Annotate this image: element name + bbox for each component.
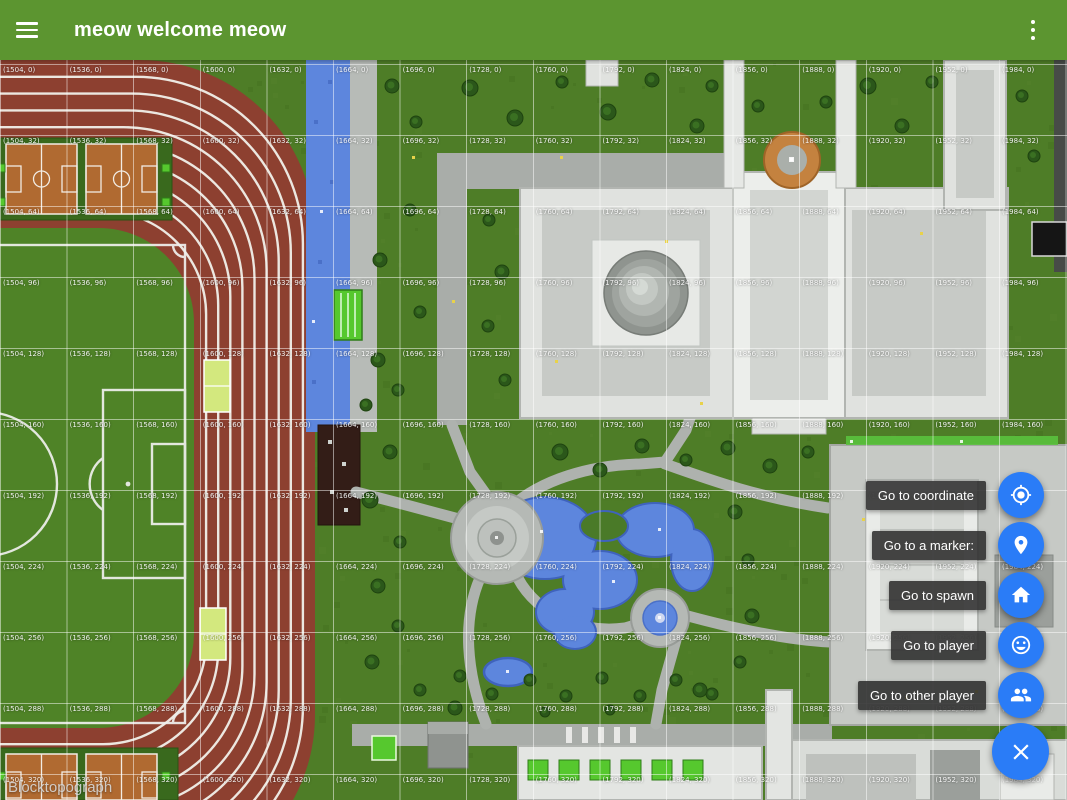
player-mood-icon — [1011, 635, 1031, 655]
go-to-spawn-button[interactable] — [998, 572, 1044, 618]
fab-row-go-to-coordinate: Go to coordinate — [865, 472, 1044, 518]
river-structure — [317, 424, 361, 526]
go-to-player-label[interactable]: Go to player — [891, 630, 986, 660]
basketball-courts-top — [0, 137, 173, 221]
go-to-coordinate-label[interactable]: Go to coordinate — [865, 480, 986, 510]
other-players-icon — [1010, 688, 1032, 702]
go-to-marker-button[interactable] — [998, 522, 1044, 568]
fab-row-go-to-other-player: Go to other player — [857, 672, 1044, 718]
watermark: Blocktopograph — [8, 779, 113, 796]
black-structure — [1031, 221, 1067, 257]
marker-icon — [1014, 535, 1028, 555]
dome-sphere — [591, 239, 701, 347]
fab-row-go-to-player: Go to player — [891, 622, 1044, 668]
hamburger-menu-icon[interactable] — [16, 10, 56, 50]
fab-row-go-to-spawn: Go to spawn — [889, 572, 1044, 618]
go-to-marker-label[interactable]: Go to a marker: — [871, 530, 986, 560]
page-title: meow welcome meow — [74, 18, 287, 41]
overflow-menu-icon[interactable] — [1015, 10, 1051, 50]
app-bar: meow welcome meow — [0, 0, 1067, 60]
go-to-spawn-label[interactable]: Go to spawn — [889, 580, 986, 610]
map-viewport[interactable]: (1504, 0)(1504, 32)(1504, 64)(1504, 96)(… — [0, 60, 1067, 800]
my-location-icon — [1010, 484, 1032, 506]
home-icon — [1011, 586, 1031, 603]
fab-row-go-to-marker: Go to a marker: — [871, 522, 1044, 568]
fab-menu-close-button[interactable] — [992, 723, 1049, 780]
go-to-player-button[interactable] — [998, 622, 1044, 668]
go-to-other-player-button[interactable] — [998, 672, 1044, 718]
go-to-coordinate-button[interactable] — [998, 472, 1044, 518]
close-icon — [1012, 743, 1029, 760]
go-to-other-player-label[interactable]: Go to other player — [857, 680, 986, 710]
